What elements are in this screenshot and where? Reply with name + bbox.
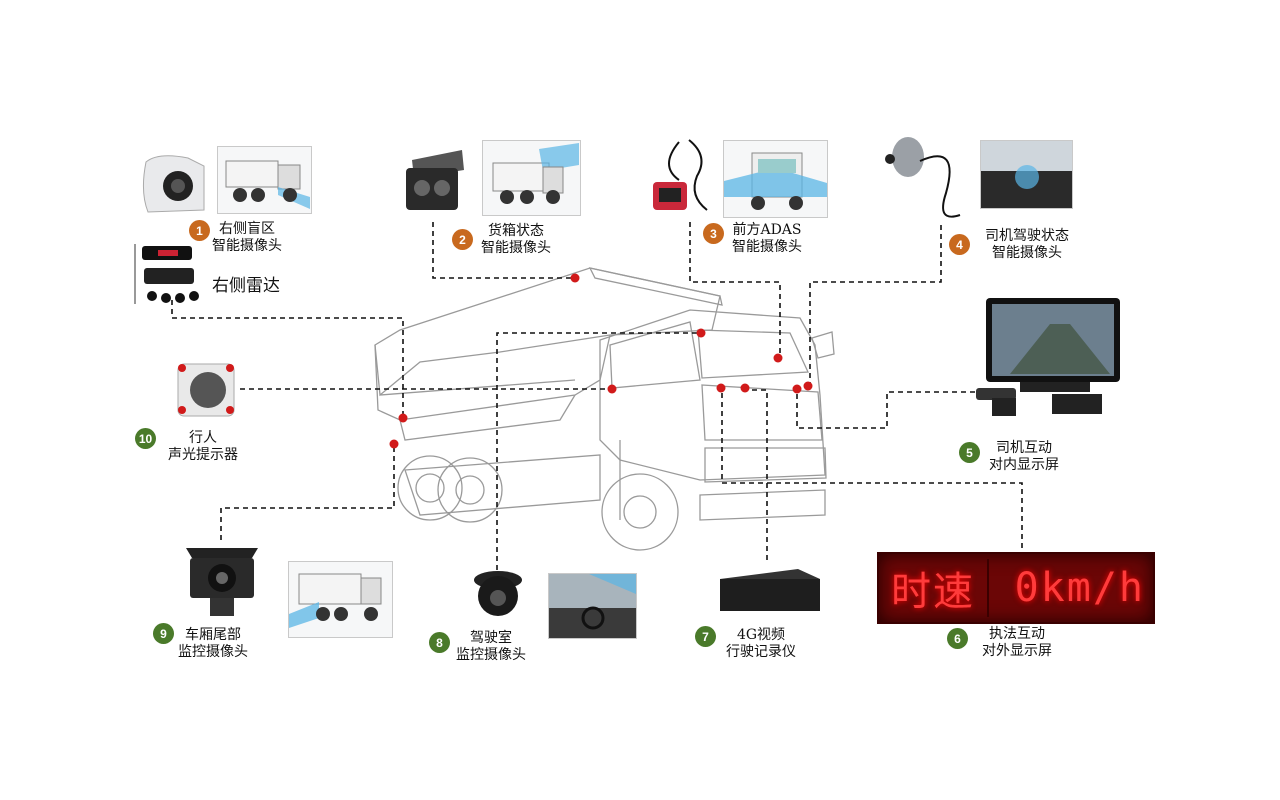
label-item-6-line1: 执法互动 [989,626,1045,642]
label-item-4: 司机驾驶状态 智能摄像头 [985,228,1069,262]
dump-truck-rear-thumbnail [288,561,393,638]
badge-7: 7 [695,626,716,647]
label-item-1: 右侧盲区 智能摄像头 [212,221,282,255]
label-item-5-line2: 对内显示屏 [989,457,1059,473]
label-item-1-line1: 右侧盲区 [219,221,275,237]
label-item-9-line2: 监控摄像头 [178,644,248,660]
side-camera-image [142,155,205,213]
adas-camera-image [653,139,708,211]
badge-10: 10 [135,428,156,449]
label-item-7-line2: 行驶记录仪 [726,644,796,660]
mount-point-markers [389,273,813,449]
badge-4: 4 [949,234,970,255]
label-item-9-line1: 车厢尾部 [185,627,241,643]
label-item-3-line1: 前方ADAS [732,222,802,238]
label-item-6-line2: 对外显示屏 [982,643,1052,659]
badge-3: 3 [703,223,724,244]
badge-9: 9 [153,623,174,644]
radar-sensor-image [134,244,199,304]
label-item-7-line1: 4G视频 [736,627,786,643]
label-item-4-line2: 智能摄像头 [992,245,1062,261]
driver-state-camera-image [885,137,961,218]
label-item-10-line2: 声光提示器 [168,447,238,463]
dump-truck-front-thumbnail [482,140,581,216]
label-item-3-line2: 智能摄像头 [732,239,802,255]
dump-truck-outline [374,267,835,551]
cargo-camera-image [406,150,464,210]
in-cab-monitor-image [976,298,1120,416]
label-item-8: 驾驶室 监控摄像头 [456,630,526,664]
connector-lines [171,222,1023,570]
label-item-10: 行人 声光提示器 [168,430,238,464]
badge-6: 6 [947,628,968,649]
label-item-5: 司机互动 对内显示屏 [989,440,1059,474]
driver-view-thumbnail [980,140,1073,209]
led-left-text: 时速 [879,559,989,617]
badge-1: 1 [189,220,210,241]
label-item-8-line1: 驾驶室 [470,630,512,646]
led-right-text: 0km/h [1014,565,1145,611]
label-item-2: 货箱状态 智能摄像头 [481,223,551,257]
label-item-8-line2: 监控摄像头 [456,647,526,663]
label-item-9: 车厢尾部 监控摄像头 [178,627,248,661]
label-item-2-line1: 货箱状态 [488,223,544,239]
cab-interior-thumbnail [548,573,637,639]
radar-label: 右侧雷达 [212,276,280,296]
outside-led-display: 时速 0km/h [877,552,1155,624]
label-item-5-line1: 司机互动 [996,440,1052,456]
badge-8: 8 [429,632,450,653]
badge-5: 5 [959,442,980,463]
label-item-6: 执法互动 对外显示屏 [982,626,1052,660]
dump-truck-side-thumbnail [217,146,312,214]
rear-camera-image [186,548,258,616]
label-item-4-line1: 司机驾驶状态 [985,228,1069,244]
dump-truck-adas-thumbnail [723,140,828,218]
badge-2: 2 [452,229,473,250]
label-item-10-line1: 行人 [189,430,217,446]
video-recorder-image [720,569,820,611]
dome-camera-image [474,571,522,616]
pedestrian-warning-device-image [177,363,235,417]
label-item-3: 前方ADAS 智能摄像头 [732,222,802,256]
label-item-2-line2: 智能摄像头 [481,240,551,256]
label-item-7: 4G视频 行驶记录仪 [726,627,796,661]
label-item-1-line2: 智能摄像头 [212,238,282,254]
